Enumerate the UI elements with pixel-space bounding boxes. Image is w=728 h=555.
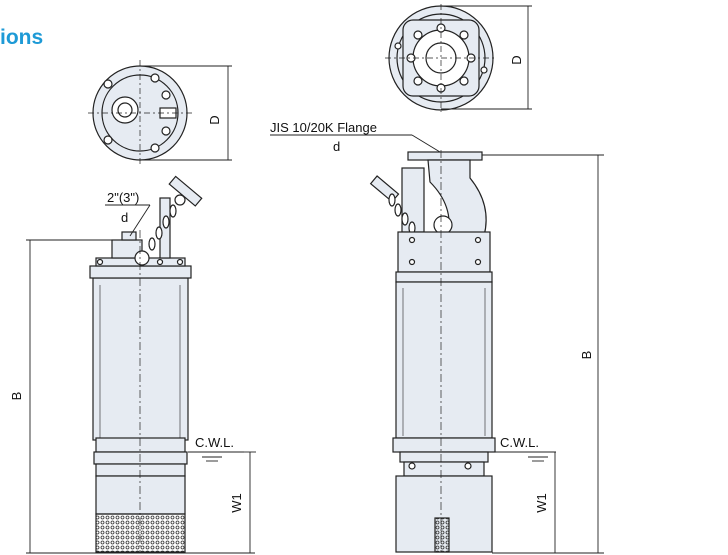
small-pump-d-dimension <box>140 65 232 161</box>
small-pump-lifting-chain <box>148 175 203 259</box>
small-pump-outlet-size: 2"(3") <box>107 190 139 205</box>
small-pump-outlet-d: d <box>121 210 128 225</box>
large-pump-d-dimension <box>441 5 532 110</box>
small-pump-cwl-label: C.W.L. <box>195 435 234 450</box>
section-heading: ions <box>0 26 44 49</box>
small-pump-b-dimension <box>26 239 255 554</box>
large-pump-cwl-label: C.W.L. <box>500 435 539 450</box>
large-pump-b-label: B <box>579 351 594 360</box>
small-pump-body <box>89 230 192 553</box>
large-pump-outlet-d: d <box>333 139 340 154</box>
large-pump-flange-leader <box>270 134 441 153</box>
small-pump-d-label: D <box>207 115 222 124</box>
small-pump-w1-label: W1 <box>229 493 244 513</box>
small-pump-outlet-leader <box>105 204 151 237</box>
small-pump-b-label: B <box>9 392 24 401</box>
small-pump-top-view <box>88 60 192 166</box>
large-pump-d-label: D <box>509 55 524 64</box>
large-pump-cwl-dimension <box>492 451 556 553</box>
large-pump-top-view <box>385 4 497 112</box>
large-pump-body <box>392 150 496 553</box>
large-pump-discharge-elbow <box>401 151 487 237</box>
large-pump-flange-label: JIS 10/20K Flange <box>270 120 377 135</box>
large-pump-w1-label: W1 <box>534 493 549 513</box>
large-pump-lifting-chain <box>369 175 416 235</box>
large-pump-b-dimension <box>482 154 604 554</box>
small-pump-cwl-dimension <box>188 451 256 553</box>
